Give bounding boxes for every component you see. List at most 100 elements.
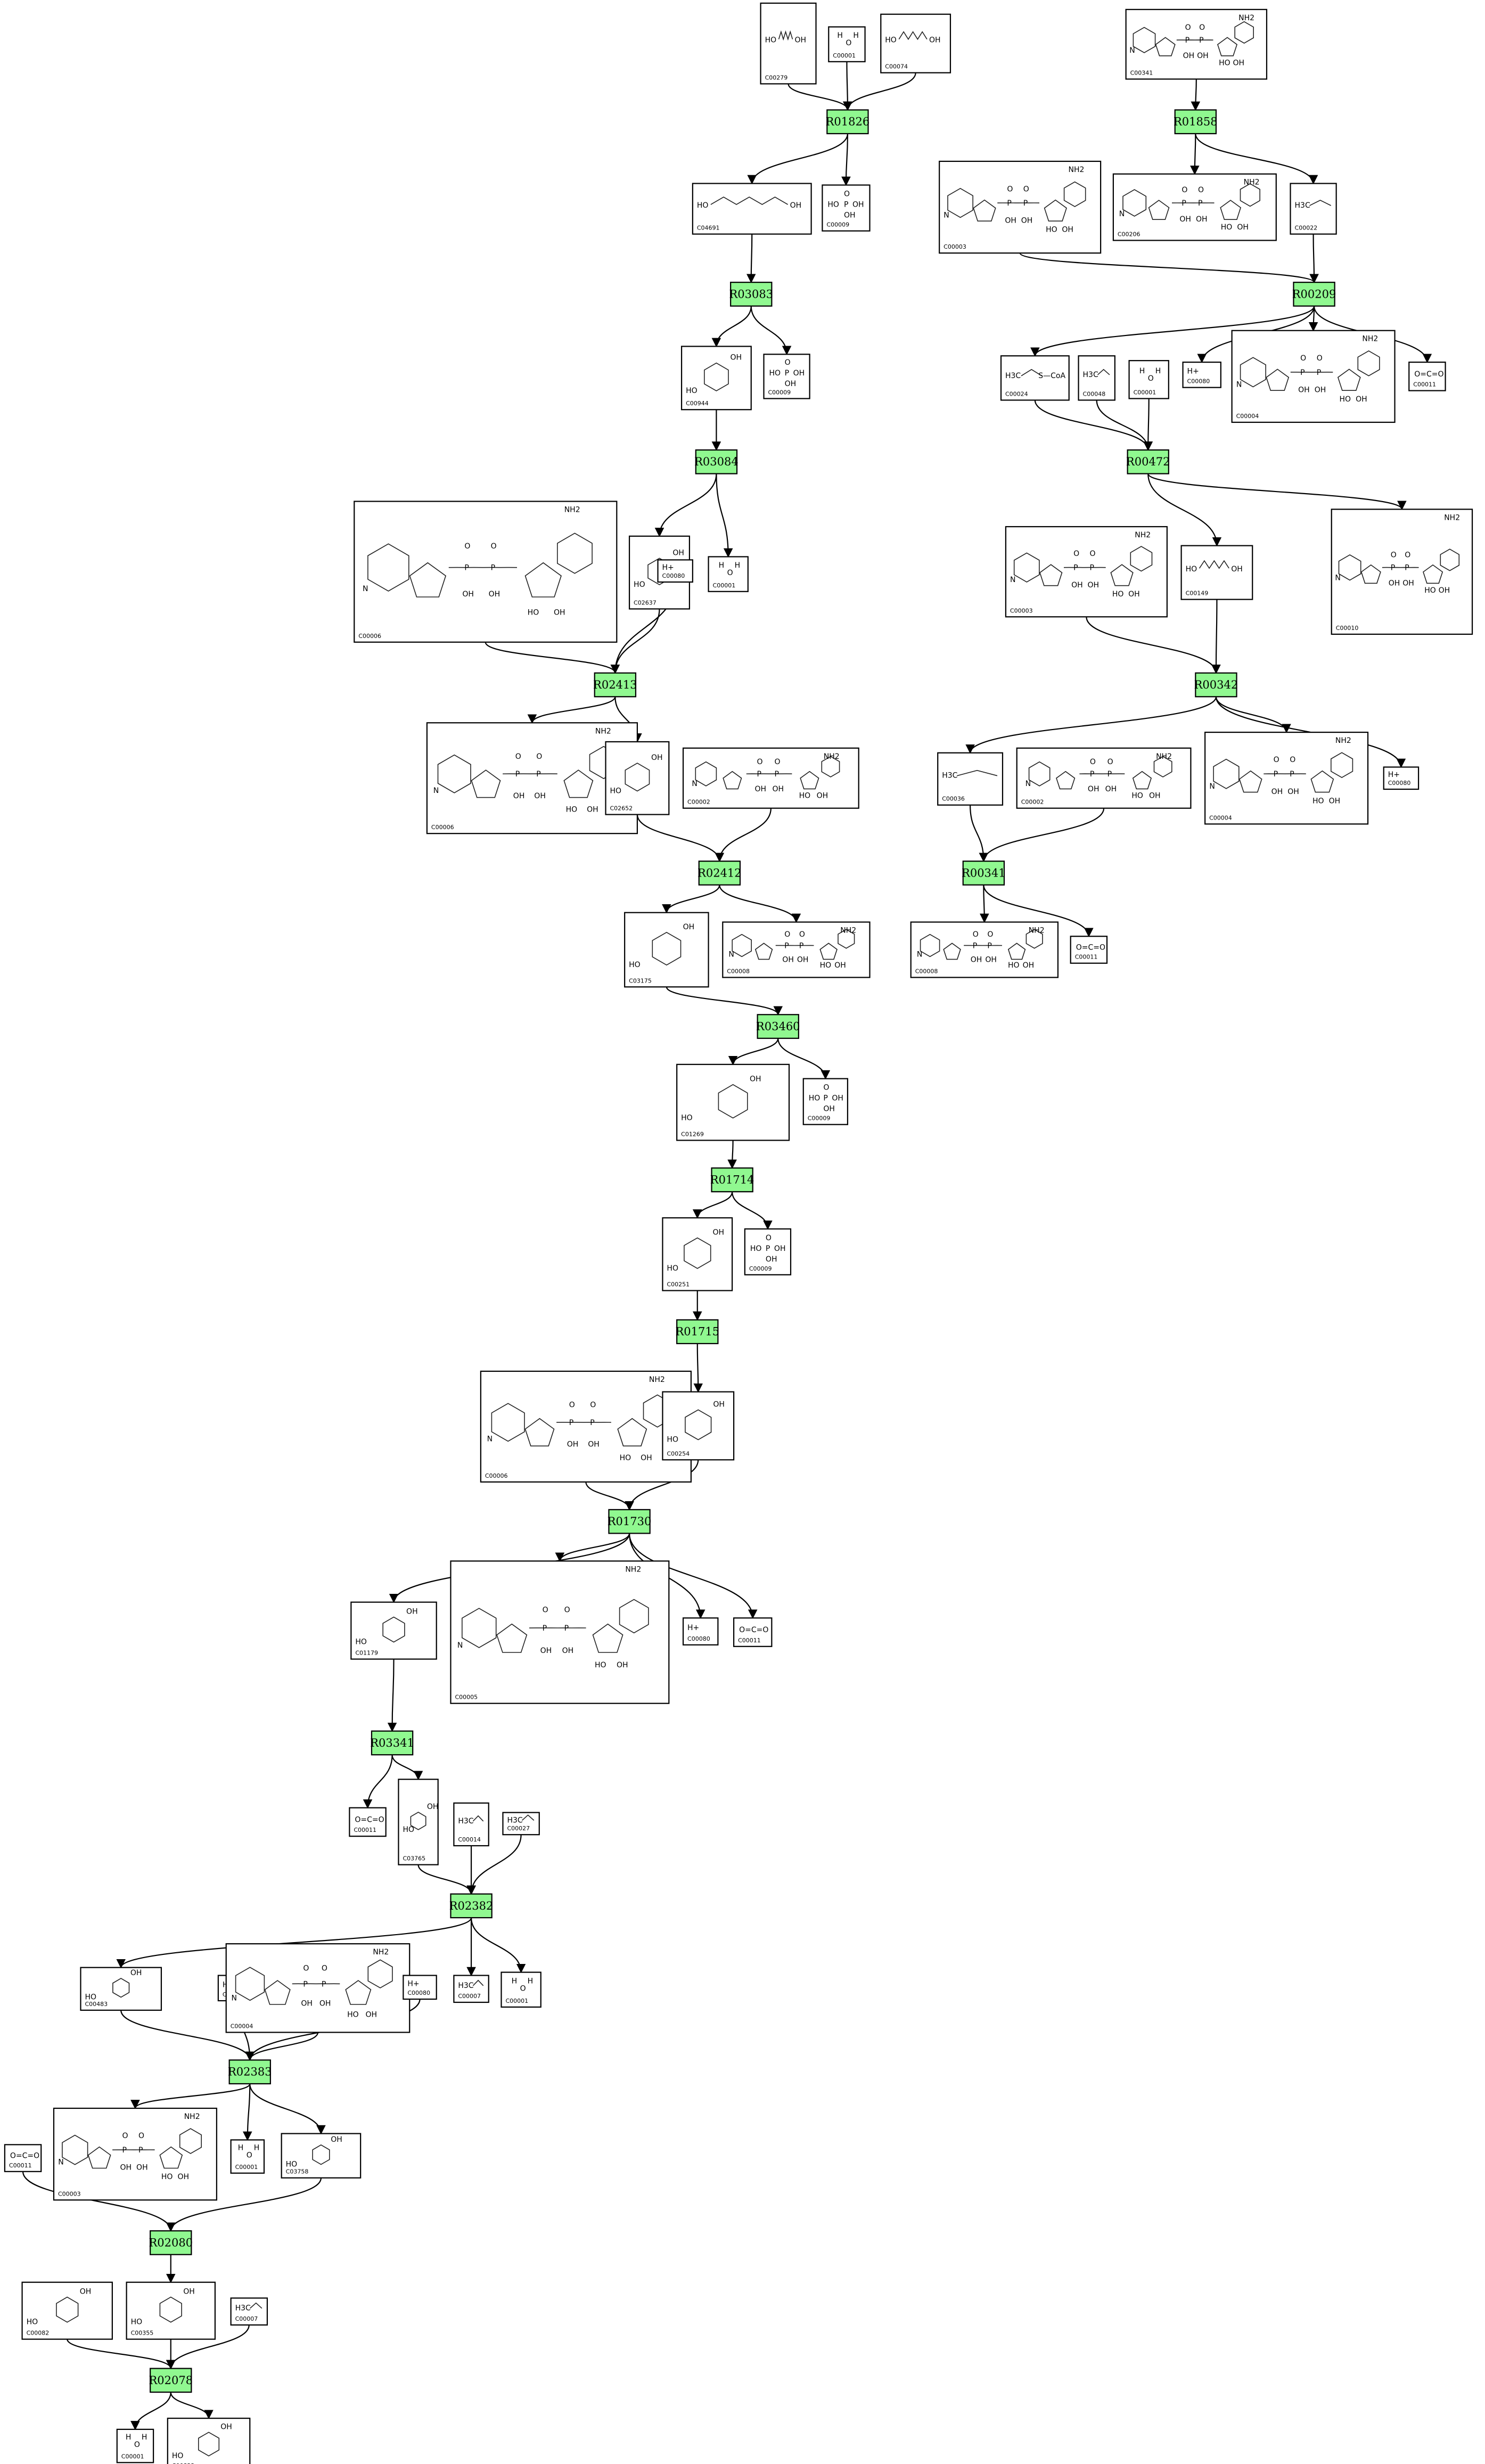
- compound-C00080[interactable]: H+C00080: [1182, 362, 1221, 388]
- reaction-label: R00209: [1292, 288, 1336, 300]
- reaction-R01714[interactable]: R01714: [710, 1167, 754, 1192]
- reaction-R03083[interactable]: R03083: [729, 282, 773, 307]
- atom-label: OH: [513, 792, 525, 800]
- pathway-edge: [711, 306, 752, 348]
- atom-label: HO: [566, 805, 578, 814]
- atom-label: P: [1405, 564, 1409, 572]
- reaction-R01858[interactable]: R01858: [1174, 109, 1218, 135]
- pathway-edge: [654, 473, 717, 537]
- ring-bond: [159, 2296, 182, 2323]
- ring-bond: [1110, 564, 1134, 586]
- compound-C00822[interactable]: OHHOC00822: [167, 2418, 251, 2464]
- compound-C00011[interactable]: O=C=O C00011: [4, 2144, 42, 2172]
- reaction-R01715[interactable]: R01715: [675, 1319, 719, 1345]
- atom-label: OH: [588, 1440, 600, 1448]
- reaction-R02382[interactable]: R02382: [449, 1893, 494, 1919]
- compound-id: C00011: [9, 2162, 32, 2169]
- atom-label: H3C: [1005, 372, 1021, 380]
- compound-C00080[interactable]: H+C00080: [657, 559, 693, 583]
- atom-label: OH: [823, 1105, 835, 1114]
- compound-id: C00206: [1118, 231, 1141, 238]
- reaction-R02080[interactable]: R02080: [149, 2230, 193, 2255]
- compound-C00080[interactable]: H+C00080: [403, 1975, 437, 2000]
- reaction-R02413[interactable]: R02413: [593, 672, 637, 698]
- reaction-R00472[interactable]: R00472: [1126, 449, 1170, 474]
- reaction-R03460[interactable]: R03460: [756, 1014, 800, 1039]
- compound-C00080[interactable]: H+C00080: [1383, 766, 1420, 790]
- reaction-R03084[interactable]: R03084: [694, 449, 739, 474]
- ring-bond: [625, 763, 650, 792]
- reaction-R02412[interactable]: R02412: [698, 861, 742, 886]
- atom-label: H: [853, 31, 859, 40]
- reaction-R02078[interactable]: R02078: [149, 2368, 193, 2393]
- compound-C00080[interactable]: H+C00080: [682, 1617, 719, 1646]
- reaction-R03341[interactable]: R03341: [370, 1730, 414, 1756]
- atom-label: O=C=O: [10, 2152, 39, 2160]
- reaction-R00341[interactable]: R00341: [962, 861, 1006, 886]
- compound-id: C00001: [833, 52, 856, 59]
- reaction-R00342[interactable]: R00342: [1194, 672, 1238, 698]
- atom-label: OH: [177, 2173, 189, 2181]
- reaction-R01826[interactable]: R01826: [826, 109, 870, 135]
- reaction-R00209[interactable]: R00209: [1292, 282, 1336, 307]
- atom-label: HO: [595, 1661, 606, 1669]
- reaction-R01730[interactable]: R01730: [608, 1509, 652, 1534]
- reaction-R02383[interactable]: R02383: [228, 2059, 272, 2085]
